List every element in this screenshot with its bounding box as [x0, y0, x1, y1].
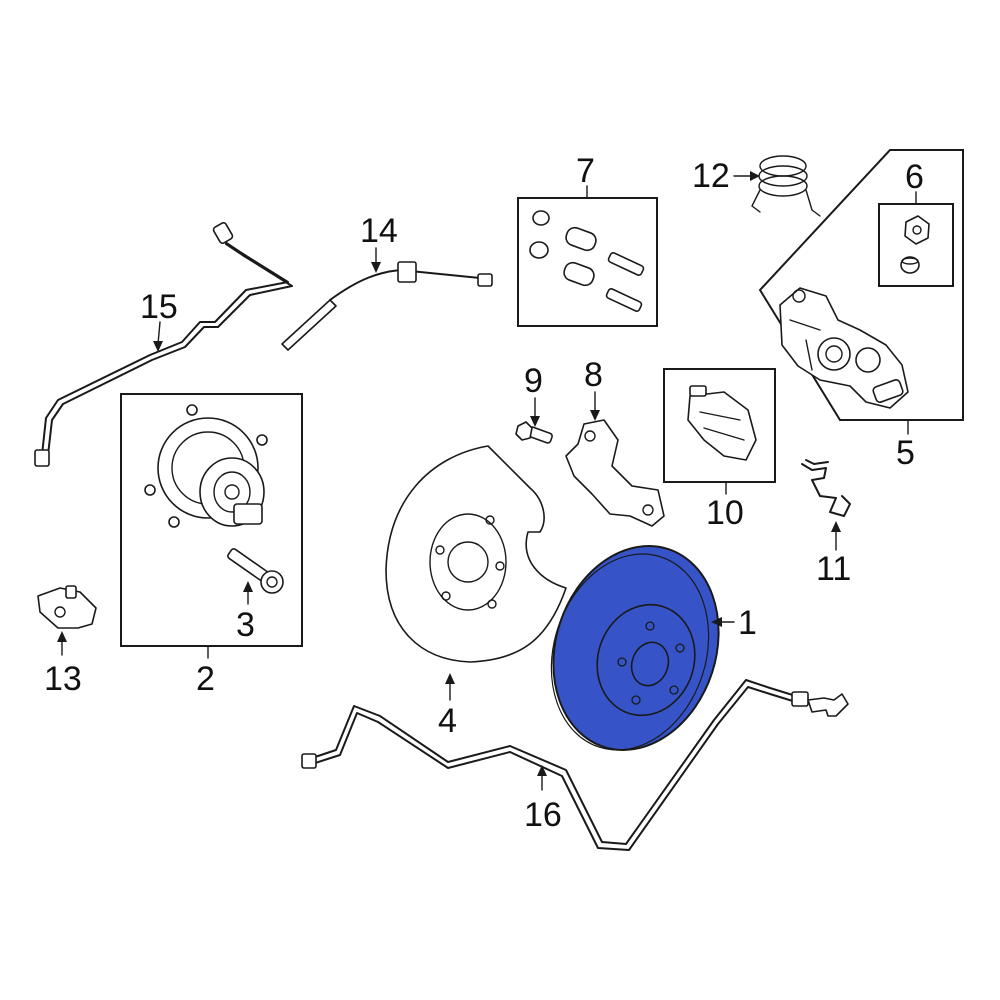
callout-11-label: 11 — [816, 550, 851, 588]
callout-1: 1 — [711, 604, 757, 642]
part-5-caliper[interactable] — [779, 287, 909, 409]
callout-16: 16 — [524, 765, 562, 834]
callout-3: 3 — [236, 581, 255, 644]
part-12-spring[interactable] — [751, 155, 821, 217]
callout-4-label: 4 — [438, 702, 457, 740]
callout-13-label: 13 — [44, 660, 82, 698]
callout-6-label: 6 — [905, 158, 924, 196]
callout-4: 4 — [438, 673, 457, 740]
callout-15: 15 — [140, 288, 178, 352]
callout-9: 9 — [524, 362, 543, 427]
part-13-sensor[interactable] — [37, 585, 97, 629]
part-16-brake-line[interactable] — [301, 679, 849, 851]
box-2 — [120, 393, 303, 647]
callout-10: 10 — [706, 481, 744, 532]
part-15-brake-line[interactable] — [34, 222, 293, 467]
callout-11: 11 — [816, 521, 851, 588]
callout-8: 8 — [584, 356, 603, 421]
part-11-clip[interactable] — [801, 459, 851, 517]
part-9-bolt[interactable] — [515, 421, 553, 444]
callout-14: 14 — [360, 212, 398, 273]
callout-13: 13 — [44, 631, 82, 698]
box-5 — [758, 149, 964, 421]
part-6-hardware[interactable] — [900, 215, 930, 274]
callout-3-label: 3 — [236, 606, 255, 644]
callout-10-label: 10 — [706, 494, 744, 532]
part-10-brake-pads[interactable] — [687, 385, 757, 461]
callout-5-label: 5 — [896, 434, 915, 472]
callout-2: 2 — [196, 645, 215, 698]
part-2-hub-assembly[interactable] — [144, 404, 268, 528]
callout-12: 12 — [692, 157, 760, 195]
callout-15-label: 15 — [140, 288, 178, 326]
part-14-brake-hose[interactable] — [281, 261, 493, 351]
callout-9-label: 9 — [524, 362, 543, 400]
callout-12-label: 12 — [692, 157, 730, 195]
part-8-bracket[interactable] — [565, 419, 665, 527]
part-3-bolt[interactable] — [227, 548, 284, 594]
part-7-guide-pin-kit[interactable] — [529, 210, 645, 312]
callout-2-label: 2 — [196, 660, 215, 698]
callout-6: 6 — [905, 158, 924, 205]
callout-7-label: 7 — [576, 152, 595, 190]
callout-7: 7 — [576, 152, 595, 199]
callout-5: 5 — [896, 419, 915, 472]
part-1-brake-rotor[interactable] — [527, 524, 744, 771]
callout-8-label: 8 — [584, 356, 603, 394]
callout-1-label: 1 — [738, 604, 757, 642]
callout-14-label: 14 — [360, 212, 398, 250]
part-4-dust-shield[interactable] — [385, 445, 567, 663]
callout-16-label: 16 — [524, 796, 562, 834]
box-10 — [663, 368, 776, 483]
